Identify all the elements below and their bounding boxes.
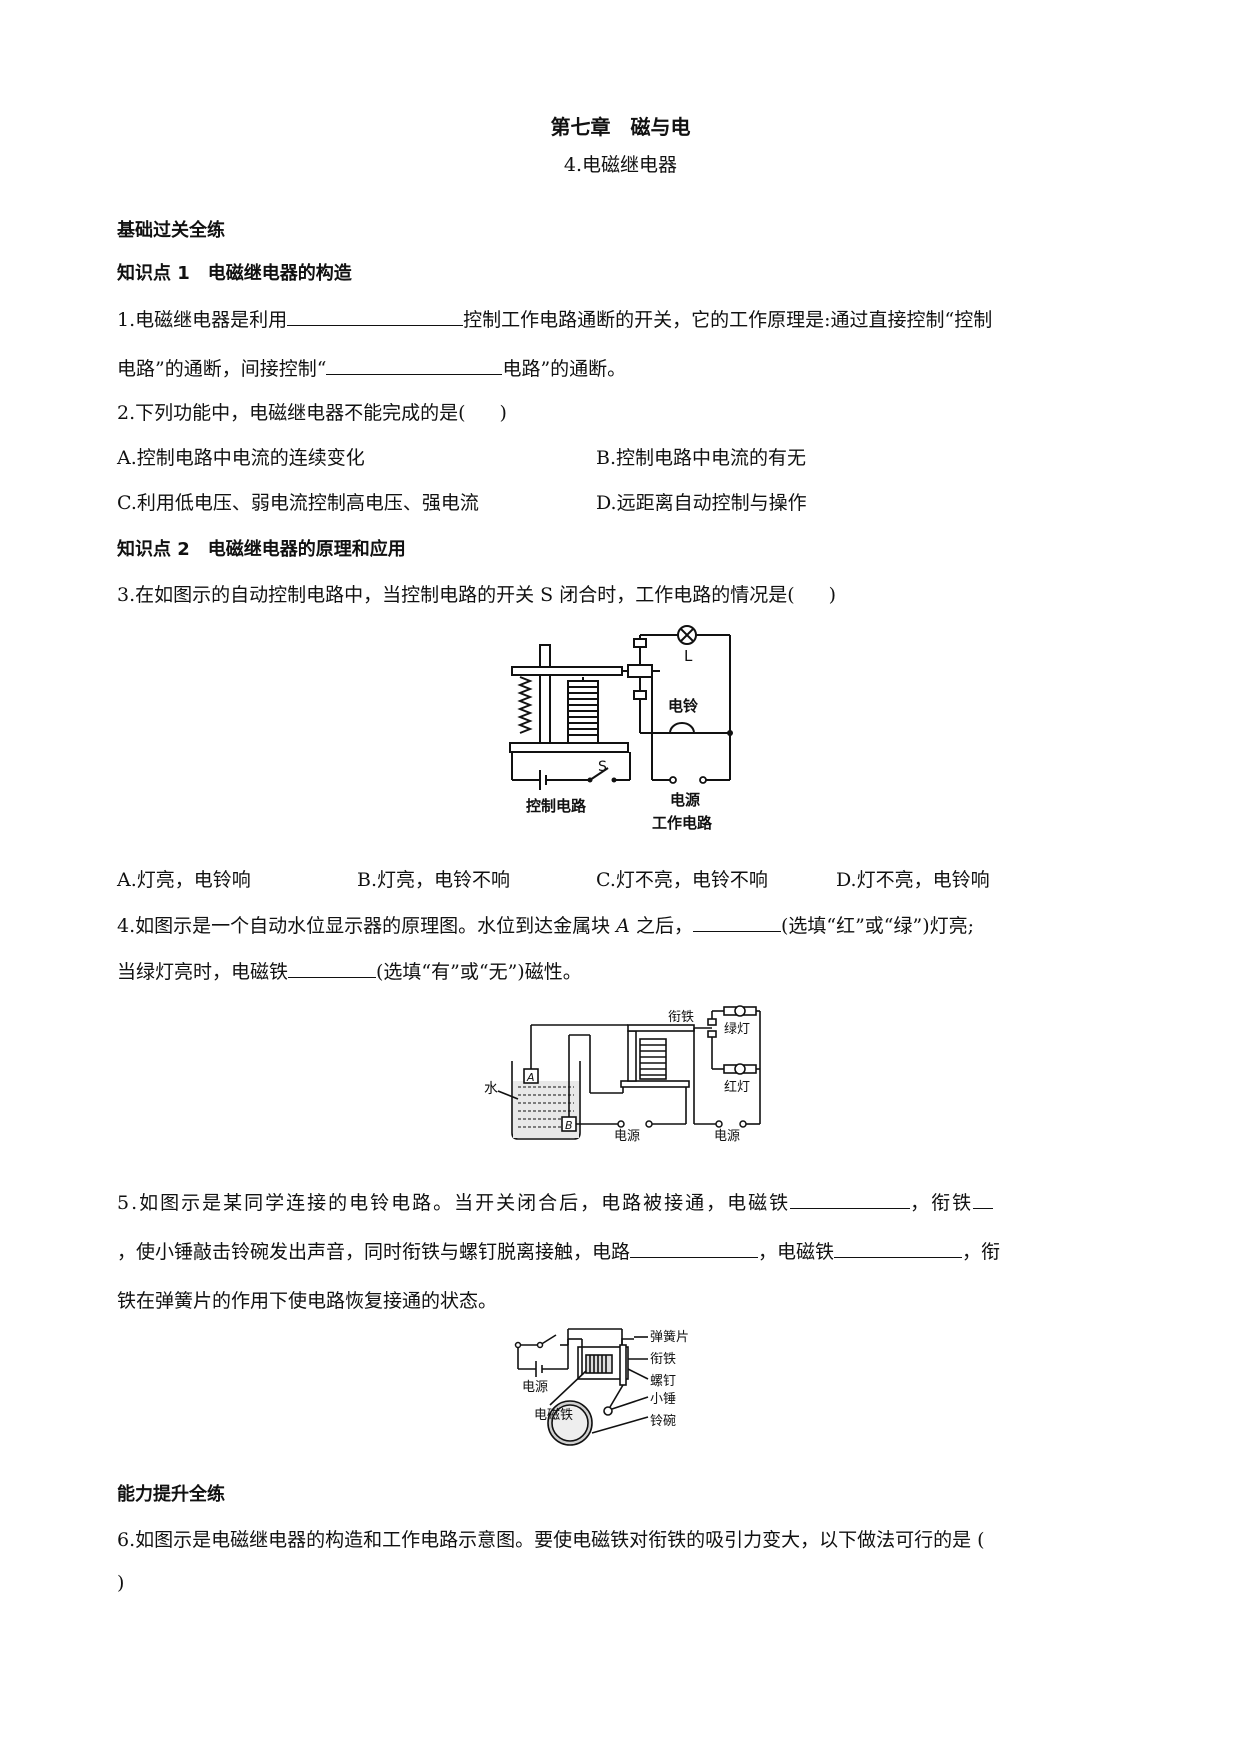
question-4-line1: 4.如图示是一个自动水位显示器的原理图。水位到达金属块 A 之后， (选填“红”或…	[117, 911, 974, 938]
q4-blank-2[interactable]	[288, 959, 377, 978]
fig2-label-green: 绿灯	[724, 1022, 750, 1037]
q2-close: )	[499, 402, 507, 424]
q5-blank-1[interactable]	[790, 1190, 911, 1209]
fig1-label-power: 电源	[670, 791, 700, 809]
fig2-label-water: 水	[484, 1081, 498, 1097]
figure-water-level: 衔铁 绿灯 红灯 水 A B 电源 电源	[484, 1005, 761, 1143]
section-advanced: 能力提升全练	[117, 1484, 225, 1505]
q1-blank-2[interactable]	[326, 356, 503, 375]
question-1-line1: 1.电磁继电器是利用 控制工作电路通断的开关，它的工作原理是:通过直接控制“控制	[117, 305, 992, 332]
q2-option-a: A.控制电路中电流的连续变化	[117, 447, 365, 469]
q5-text-b: ，衔铁	[910, 1192, 974, 1214]
fig1-label-bell: 电铃	[668, 697, 699, 715]
q4-text-e: (选填“有”或“无”)磁性。	[376, 961, 582, 983]
q1-text-d: 电路”的通断。	[502, 358, 627, 380]
q1-blank-1[interactable]	[287, 307, 464, 326]
figure-electric-bell: 弹簧片 衔铁 螺钉 小锤 铃碗 电源 电磁铁	[514, 1328, 689, 1446]
question-2-stem: 2.下列功能中，电磁继电器不能完成的是()	[117, 398, 507, 425]
question-3-stem: 3.在如图示的自动控制电路中，当控制电路的开关 S 闭合时，工作电路的情况是()	[117, 580, 836, 607]
q5-text-c: ，使小锤敲击铃碗发出声音，同时衔铁与螺钉脱离接触，电路	[117, 1241, 631, 1263]
section-kp1: 知识点 1 电磁继电器的构造	[117, 263, 352, 284]
fig3-label-bowl: 铃碗	[650, 1413, 676, 1429]
q1-text-b: 控制工作电路通断的开关，它的工作原理是:通过直接控制“控制	[463, 309, 993, 331]
fig1-label-control: 控制电路	[526, 797, 587, 815]
q5-text-e: ，衔	[962, 1241, 1001, 1263]
q5-text-a: 5.如图示是某同学连接的电铃电路。当开关闭合后，电路被接通，电磁铁	[117, 1192, 791, 1214]
fig1-label-work: 工作电路	[652, 814, 713, 832]
fig2-label-red: 红灯	[724, 1079, 750, 1095]
fig2-label-B: B	[565, 1119, 573, 1132]
q3-option-b: B.灯亮，电铃不响	[357, 869, 511, 891]
fig2-label-armature: 衔铁	[668, 1010, 694, 1025]
q5-blank-3[interactable]	[630, 1239, 759, 1258]
question-6-stem: 6.如图示是电磁继电器的构造和工作电路示意图。要使电磁铁对衔铁的吸引力变大，以下…	[117, 1529, 985, 1551]
q2-option-d: D.远距离自动控制与操作	[596, 492, 807, 514]
q3-option-d: D.灯不亮，电铃响	[836, 869, 990, 891]
q4-text-a: 4.如图示是一个自动水位显示器的原理图。水位到达金属块	[117, 915, 617, 937]
question-5-line2: ，使小锤敲击铃碗发出声音，同时衔铁与螺钉脱离接触，电路 ，电磁铁 ，衔	[117, 1237, 1000, 1264]
fig3-label-hammer: 小锤	[650, 1392, 676, 1407]
q4-text-b: 之后，	[629, 915, 693, 937]
q4-text-c: (选填“红”或“绿”)灯亮;	[780, 915, 975, 937]
fig3-label-power: 电源	[522, 1380, 548, 1395]
q3-option-a: A.灯亮，电铃响	[117, 869, 251, 891]
question-1-line2: 电路”的通断，间接控制“ 电路”的通断。	[117, 354, 626, 381]
question-4-line2: 当绿灯亮时，电磁铁 (选填“有”或“无”)磁性。	[117, 957, 582, 984]
q5-blank-4[interactable]	[834, 1239, 963, 1258]
q5-text-d: ，电磁铁	[758, 1241, 835, 1263]
fig1-label-L: L	[684, 647, 693, 665]
fig3-label-spring: 弹簧片	[650, 1329, 689, 1345]
question-6-close: )	[117, 1572, 125, 1594]
fig2-label-power-1: 电源	[614, 1129, 640, 1143]
q3-stem: 3.在如图示的自动控制电路中，当控制电路的开关 S 闭合时，工作电路的情况是(	[117, 584, 795, 606]
question-5-line3: 铁在弹簧片的作用下使电路恢复接通的状态。	[117, 1290, 498, 1312]
fig3-label-magnet: 电磁铁	[534, 1408, 573, 1423]
lesson-title: 4.电磁继电器	[563, 154, 678, 176]
fig3-label-screw: 螺钉	[650, 1374, 676, 1389]
q1-text-c: 电路”的通断，间接控制“	[117, 358, 327, 380]
chapter-title: 第七章 磁与电	[550, 115, 691, 139]
q2-stem: 2.下列功能中，电磁继电器不能完成的是(	[117, 402, 466, 424]
section-kp2: 知识点 2 电磁继电器的原理和应用	[117, 539, 406, 560]
q1-text-a: 1.电磁继电器是利用	[117, 309, 288, 331]
fig3-label-armature: 衔铁	[650, 1352, 676, 1367]
q4-blank-1[interactable]	[692, 913, 781, 932]
section-basic: 基础过关全练	[117, 220, 225, 241]
q2-option-b: B.控制电路中电流的有无	[596, 447, 807, 469]
figure-relay-circuit: L 电铃 S 控制电路 电源 工作电路	[509, 625, 733, 832]
q4-text-d: 当绿灯亮时，电磁铁	[117, 961, 289, 983]
question-5-line1: 5.如图示是某同学连接的电铃电路。当开关闭合后，电路被接通，电磁铁 ，衔铁	[117, 1188, 994, 1215]
fig2-label-A: A	[526, 1071, 535, 1084]
q4-text-A: A	[616, 915, 630, 937]
q3-close: )	[828, 584, 837, 606]
fig1-label-S: S	[598, 759, 607, 775]
fig2-label-power-2: 电源	[714, 1129, 740, 1143]
q5-blank-2[interactable]	[973, 1190, 994, 1209]
q2-option-c: C.利用低电压、弱电流控制高电压、强电流	[117, 492, 479, 514]
q3-option-c: C.灯不亮，电铃不响	[596, 869, 768, 891]
